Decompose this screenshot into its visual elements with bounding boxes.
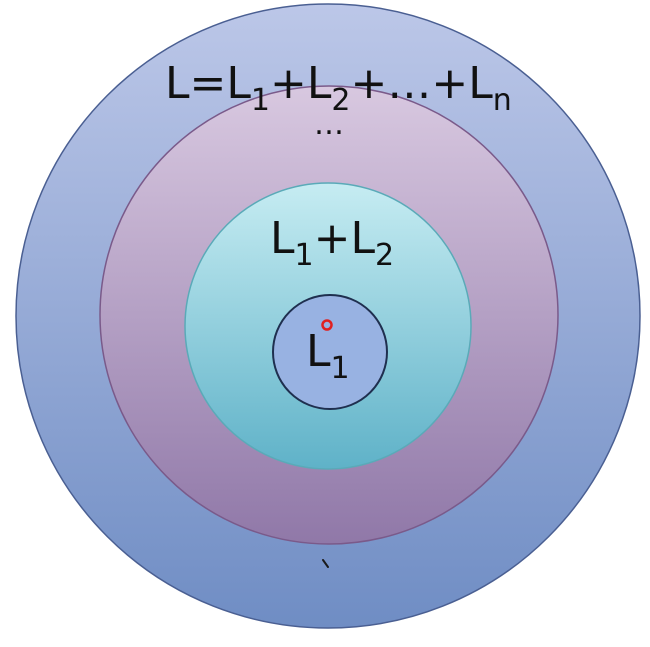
middle-label: L1+L2 bbox=[270, 213, 394, 273]
ellipsis-label: … bbox=[314, 107, 344, 142]
outer-label: L=L1+L2+…+Ln bbox=[165, 58, 512, 118]
l1-circle bbox=[272, 294, 388, 410]
tick-mark bbox=[322, 559, 329, 568]
point-marker bbox=[321, 319, 333, 331]
inner-label: L1 bbox=[306, 326, 350, 386]
